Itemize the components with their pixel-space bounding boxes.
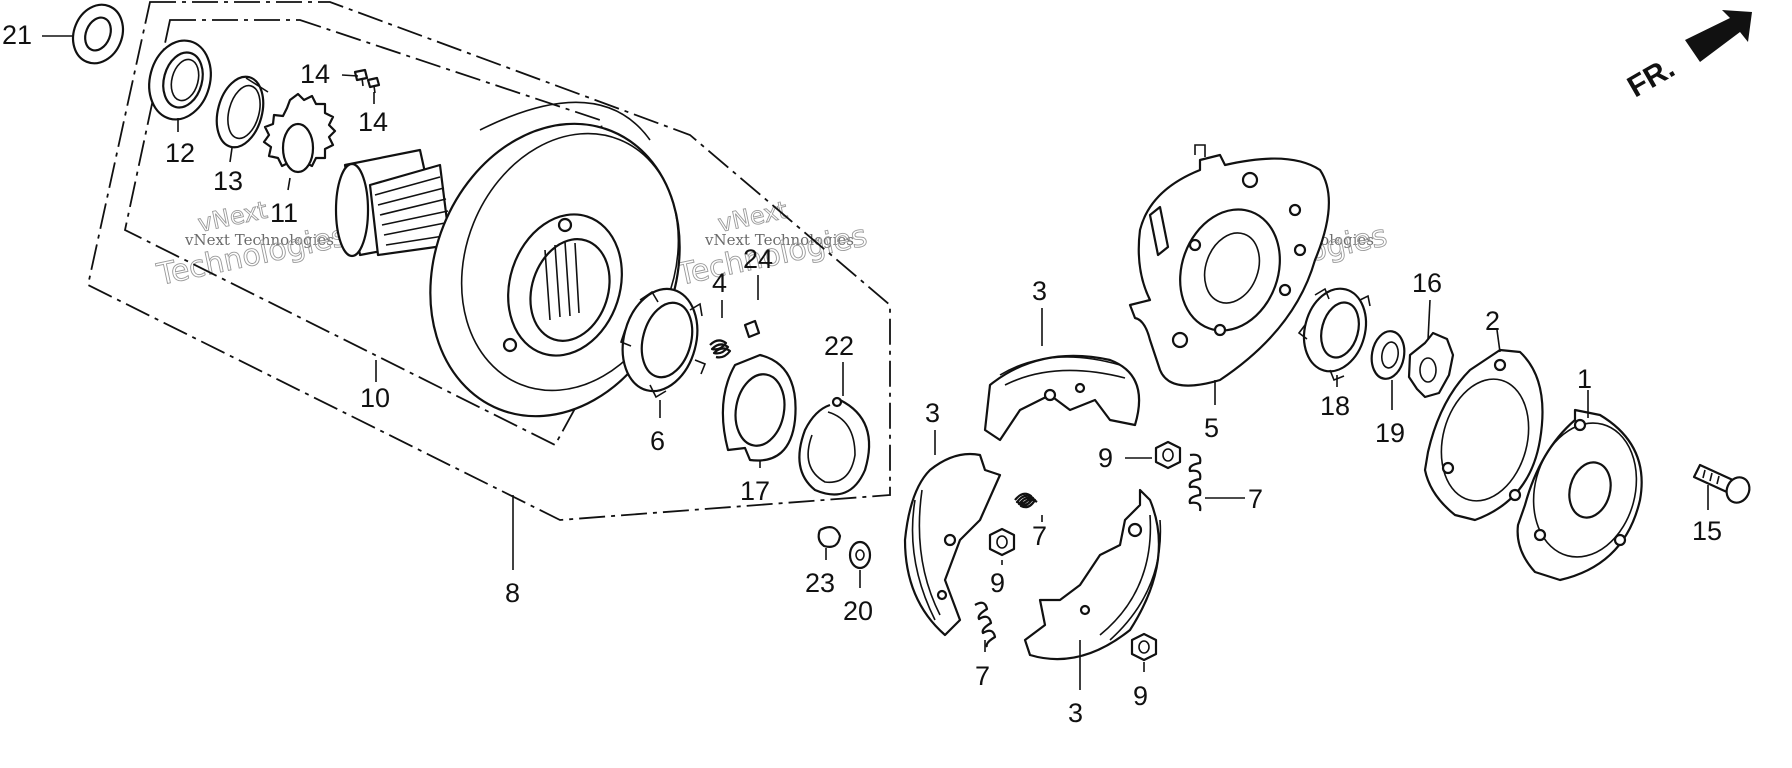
nut-part-9-lower bbox=[1130, 632, 1158, 662]
callout-2: 2 bbox=[1485, 306, 1500, 336]
clutch-drum-part-10 bbox=[334, 101, 681, 418]
callout-6: 6 bbox=[650, 426, 665, 456]
washer-part-20 bbox=[848, 540, 872, 570]
callout-22: 22 bbox=[824, 331, 854, 361]
callout-15: 15 bbox=[1692, 516, 1722, 546]
callout-8: 8 bbox=[505, 578, 520, 608]
watermark-outline: Technologies bbox=[153, 219, 350, 294]
callout-11: 11 bbox=[270, 198, 298, 228]
callout-1: 1 bbox=[1577, 364, 1592, 394]
callout-7: 7 bbox=[1032, 521, 1047, 551]
callout-12: 12 bbox=[165, 138, 195, 168]
circlip-part-22 bbox=[798, 396, 871, 496]
callout-3: 3 bbox=[1068, 698, 1083, 728]
clutch-shoe-part-3-bottom bbox=[1023, 488, 1162, 661]
pin-part-24 bbox=[743, 319, 761, 339]
callout-19: 19 bbox=[1375, 418, 1405, 448]
washer-part-19 bbox=[1370, 330, 1406, 380]
callout-9: 9 bbox=[1133, 681, 1148, 711]
callout-14: 14 bbox=[358, 107, 388, 137]
callout-numbers: 21 12 13 14 14 11 10 8 4 24 22 6 17 23 2… bbox=[2, 20, 1722, 728]
leader-lines bbox=[42, 35, 1709, 690]
callout-14: 14 bbox=[300, 59, 330, 89]
assembly-outline-outer bbox=[86, 1, 891, 521]
callout-20: 20 bbox=[843, 596, 873, 626]
plate-part-17 bbox=[721, 353, 797, 462]
washer-part-21 bbox=[71, 3, 125, 65]
spring-part-7-right bbox=[1188, 453, 1202, 512]
nut-part-9-middle bbox=[988, 527, 1016, 557]
callout-13: 13 bbox=[213, 166, 243, 196]
callout-3: 3 bbox=[925, 398, 940, 428]
drive-plate-part-5 bbox=[1128, 144, 1330, 387]
front-arrow-icon bbox=[1685, 10, 1752, 62]
callout-9: 9 bbox=[990, 568, 1005, 598]
callout-21: 21 bbox=[2, 20, 32, 50]
front-direction-indicator: FR. bbox=[1622, 10, 1752, 104]
bolt-part-15 bbox=[1692, 463, 1751, 504]
nut-part-9-upper bbox=[1154, 440, 1182, 470]
callout-17: 17 bbox=[740, 476, 770, 506]
front-label: FR. bbox=[1622, 51, 1680, 104]
spring-part-4 bbox=[709, 339, 732, 359]
cover-part-1 bbox=[1516, 408, 1643, 582]
spring-part-7-lower bbox=[974, 601, 997, 648]
callout-5: 5 bbox=[1204, 413, 1219, 443]
clip-part-23 bbox=[817, 525, 842, 548]
callout-9: 9 bbox=[1098, 443, 1113, 473]
clutch-shoe-part-3-top bbox=[983, 354, 1141, 442]
bolt-part-14 bbox=[353, 68, 381, 94]
watermark-text: vNext Technologies bbox=[184, 231, 334, 249]
gasket-part-2 bbox=[1423, 348, 1544, 522]
hub-part-18 bbox=[1297, 287, 1371, 382]
callout-10: 10 bbox=[360, 383, 390, 413]
callout-7: 7 bbox=[975, 661, 990, 691]
spring-clip-part-13 bbox=[215, 75, 269, 149]
clutch-shoe-part-3-left bbox=[903, 452, 1002, 637]
one-way-clutch-part-6 bbox=[620, 287, 707, 399]
spring-part-7-center bbox=[1014, 492, 1038, 509]
callout-18: 18 bbox=[1320, 391, 1350, 421]
callout-4: 4 bbox=[712, 268, 727, 298]
lock-nut-part-16 bbox=[1407, 331, 1455, 399]
callout-24: 24 bbox=[743, 244, 773, 274]
sprocket-part-11 bbox=[262, 92, 337, 174]
callout-3: 3 bbox=[1032, 276, 1047, 306]
callout-7: 7 bbox=[1248, 484, 1263, 514]
callout-16: 16 bbox=[1412, 268, 1442, 298]
callout-23: 23 bbox=[805, 568, 835, 598]
oil-seal-part-12 bbox=[148, 39, 212, 121]
watermark-text: vNext Technologies bbox=[704, 231, 854, 249]
